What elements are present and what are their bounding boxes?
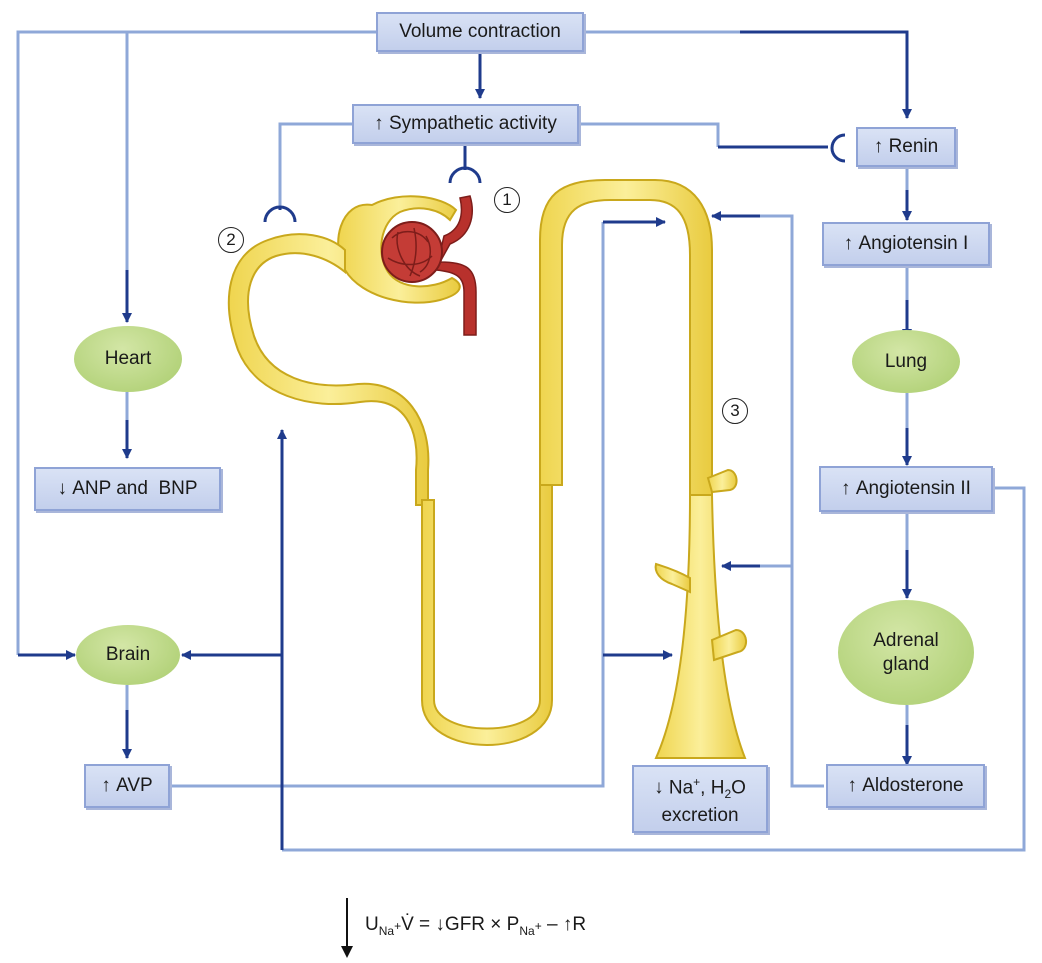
renin-label: Renin xyxy=(888,136,939,157)
nephron xyxy=(227,179,747,759)
formula-plus: + xyxy=(394,918,402,933)
marker-3-label: 3 xyxy=(730,401,740,420)
formula-r: R xyxy=(572,914,587,935)
up-arrow-symbol: ↑ xyxy=(847,775,857,796)
anp-bnp-label: ANP and BNP xyxy=(72,478,198,499)
sympathetic-activity-label: Sympathetic activity xyxy=(388,113,557,134)
formula-gfr: GFR × P xyxy=(444,914,520,935)
up-arrow-symbol: ↑ xyxy=(841,478,851,499)
sodium-excretion-formula: UNa+V̇ = ↓GFR × PNa+ – ↑R xyxy=(365,914,586,942)
down-arrow-symbol: ↓ xyxy=(654,777,664,799)
renin-box: ↑ Renin xyxy=(856,127,956,167)
lung-node: Lung xyxy=(852,330,960,393)
adrenal-label-line1: Adrenal xyxy=(873,629,939,651)
receptor-cup-glomerulus xyxy=(448,166,482,184)
afferent-arteriole xyxy=(435,195,477,336)
marker-1-label: 1 xyxy=(502,190,512,209)
up-arrow-symbol: ↑ xyxy=(843,233,854,254)
collecting-branch-2 xyxy=(654,562,691,594)
line-avp-to-nephron xyxy=(170,655,605,788)
avp-box: ↑ AVP xyxy=(84,764,170,808)
line-symp-left xyxy=(278,122,354,210)
formula-plus-2: + xyxy=(534,918,542,933)
anp-bnp-box: ↓ ANP and BNP xyxy=(34,467,221,511)
line-top-to-left xyxy=(16,30,378,655)
loop-of-henle xyxy=(421,479,553,746)
marker-1: 1 xyxy=(494,187,520,213)
formula-up-symbol: ↑ xyxy=(562,914,573,935)
angiotensin-2-label: Angiotensin II xyxy=(855,478,971,499)
plus-superscript: + xyxy=(693,774,701,789)
formula-na-sub-2: Na xyxy=(519,923,535,938)
angiotensin-1-label: Angiotensin I xyxy=(858,233,969,254)
marker-2-label: 2 xyxy=(226,230,236,249)
formula-na-sub: Na xyxy=(378,923,395,938)
brain-label: Brain xyxy=(105,644,151,665)
lung-label: Lung xyxy=(884,350,928,372)
heart-label: Heart xyxy=(104,348,152,369)
up-arrow-symbol: ↑ xyxy=(374,113,384,134)
collecting-duct xyxy=(654,494,747,759)
two-subscript: 2 xyxy=(724,787,732,802)
excretion-line-1: ↓ Na+, H2O xyxy=(654,771,746,805)
avp-label: AVP xyxy=(116,775,153,796)
arrow-vol-to-renin xyxy=(740,30,912,119)
angiotensin-2-box: ↑ Angiotensin II xyxy=(819,466,993,512)
formula-down-arrow xyxy=(341,898,353,958)
formula-minus: – xyxy=(541,914,563,935)
receptor-cup-renin xyxy=(830,133,846,163)
collecting-branch-1 xyxy=(706,468,738,494)
line-aldo-left xyxy=(730,214,824,788)
up-arrow-symbol: ↑ xyxy=(873,136,884,157)
angiotensin-1-box: ↑ Angiotensin I xyxy=(822,222,990,266)
down-arrow-symbol: ↓ xyxy=(57,478,67,499)
water-label-h: , H xyxy=(700,777,725,799)
formula-u: U xyxy=(365,914,379,935)
line-symp-right xyxy=(578,122,720,147)
aldosterone-label: Aldosterone xyxy=(862,775,964,796)
brain-node: Brain xyxy=(76,625,180,685)
marker-3: 3 xyxy=(722,398,748,424)
receptor-cups xyxy=(263,133,846,223)
volume-contraction-box: Volume contraction xyxy=(376,12,584,52)
dark-arrows xyxy=(18,30,912,850)
excretion-line-2: excretion xyxy=(661,805,739,827)
aldosterone-box: ↑ Aldosterone xyxy=(826,764,985,808)
line-ang2-right xyxy=(282,486,1026,852)
volume-contraction-label: Volume contraction xyxy=(399,21,561,42)
sympathetic-activity-box: ↑ Sympathetic activity xyxy=(352,104,579,144)
marker-2: 2 xyxy=(218,227,244,253)
heart-node: Heart xyxy=(74,326,182,392)
excretion-box: ↓ Na+, H2O excretion xyxy=(632,765,768,833)
formula-v: V̇ = xyxy=(401,914,436,935)
ascending-limb xyxy=(539,179,713,501)
collecting-branch-3 xyxy=(710,628,747,662)
formula-down-symbol: ↓ xyxy=(435,914,445,935)
water-label-o: O xyxy=(731,777,746,799)
adrenal-label-line2: gland xyxy=(882,653,930,675)
proximal-tubule xyxy=(227,233,430,506)
up-arrow-symbol: ↑ xyxy=(101,775,111,796)
glomerulus xyxy=(381,195,477,336)
sodium-label: Na xyxy=(668,777,694,799)
adrenal-gland-node: Adrenal gland xyxy=(838,600,974,705)
